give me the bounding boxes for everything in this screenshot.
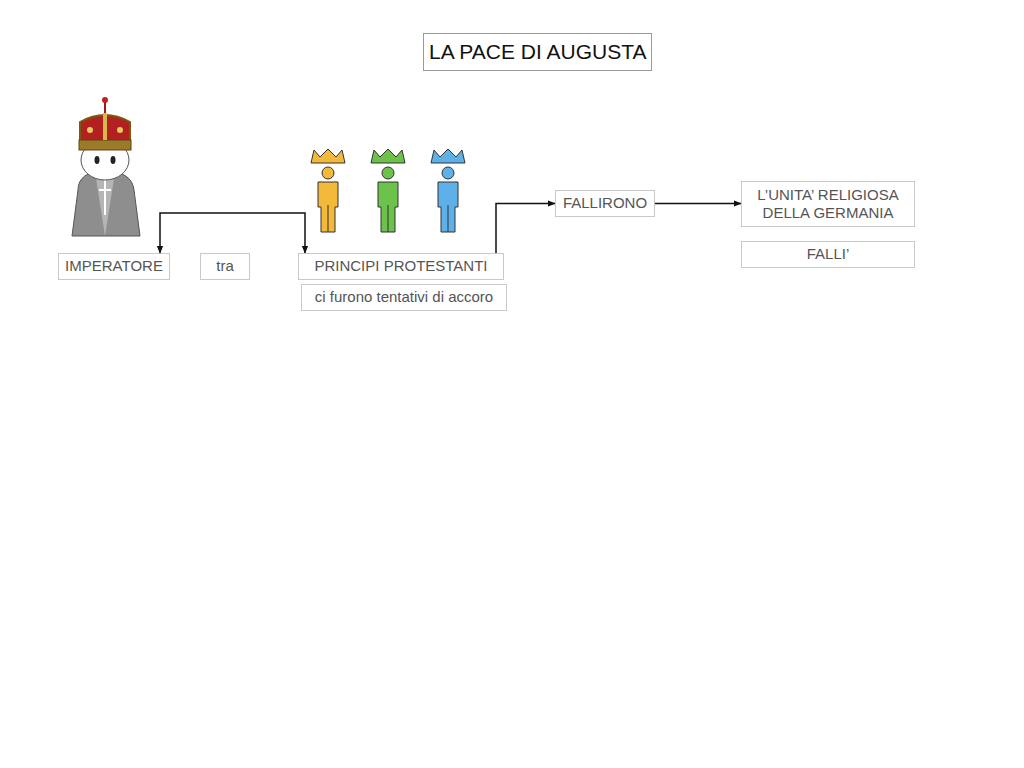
arrow-connector	[160, 213, 305, 253]
prince-yellow	[311, 149, 345, 232]
box-text: FALLI’	[748, 245, 908, 263]
label-box: tra	[200, 253, 250, 280]
label-box: FALLI’	[741, 241, 915, 268]
page-title: LA PACE DI AUGUSTA	[423, 33, 652, 71]
prince-blue	[431, 149, 465, 232]
box-text: IMPERATORE	[65, 257, 163, 275]
box-text: L’UNITA’ RELIGIOSA DELLA GERMANIA	[748, 186, 908, 222]
box-text: PRINCIPI PROTESTANTI	[305, 257, 497, 275]
label-box: FALLIRONO	[555, 190, 655, 217]
box-text: ci furono tentativi di accoro	[308, 288, 500, 306]
arrow-connector	[496, 204, 555, 254]
label-box: PRINCIPI PROTESTANTI	[298, 253, 504, 280]
emperor-figure	[72, 97, 140, 236]
label-box: L’UNITA’ RELIGIOSA DELLA GERMANIA	[741, 181, 915, 227]
prince-green	[371, 149, 405, 232]
box-text: tra	[207, 257, 243, 275]
arrow-connector	[655, 203, 741, 205]
box-text: FALLIRONO	[562, 194, 648, 212]
label-box: IMPERATORE	[58, 253, 170, 280]
label-box: ci furono tentativi di accoro	[301, 284, 507, 311]
